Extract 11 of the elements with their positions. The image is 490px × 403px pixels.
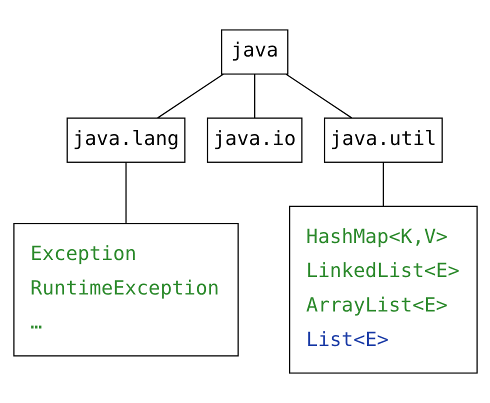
node-box: java.util [323, 118, 442, 163]
connector [285, 74, 352, 118]
connector [124, 162, 126, 224]
node-box: java.io [206, 118, 302, 163]
connector [382, 162, 384, 206]
node-box: java [220, 29, 288, 75]
connector [254, 74, 255, 118]
node-box: java.lang [66, 118, 185, 163]
node-box: Exception RuntimeException … [12, 222, 238, 357]
node-box: HashMap<K,V> LinkedList<E> ArrayList<E> List<E> [288, 206, 478, 374]
connector [156, 74, 224, 118]
